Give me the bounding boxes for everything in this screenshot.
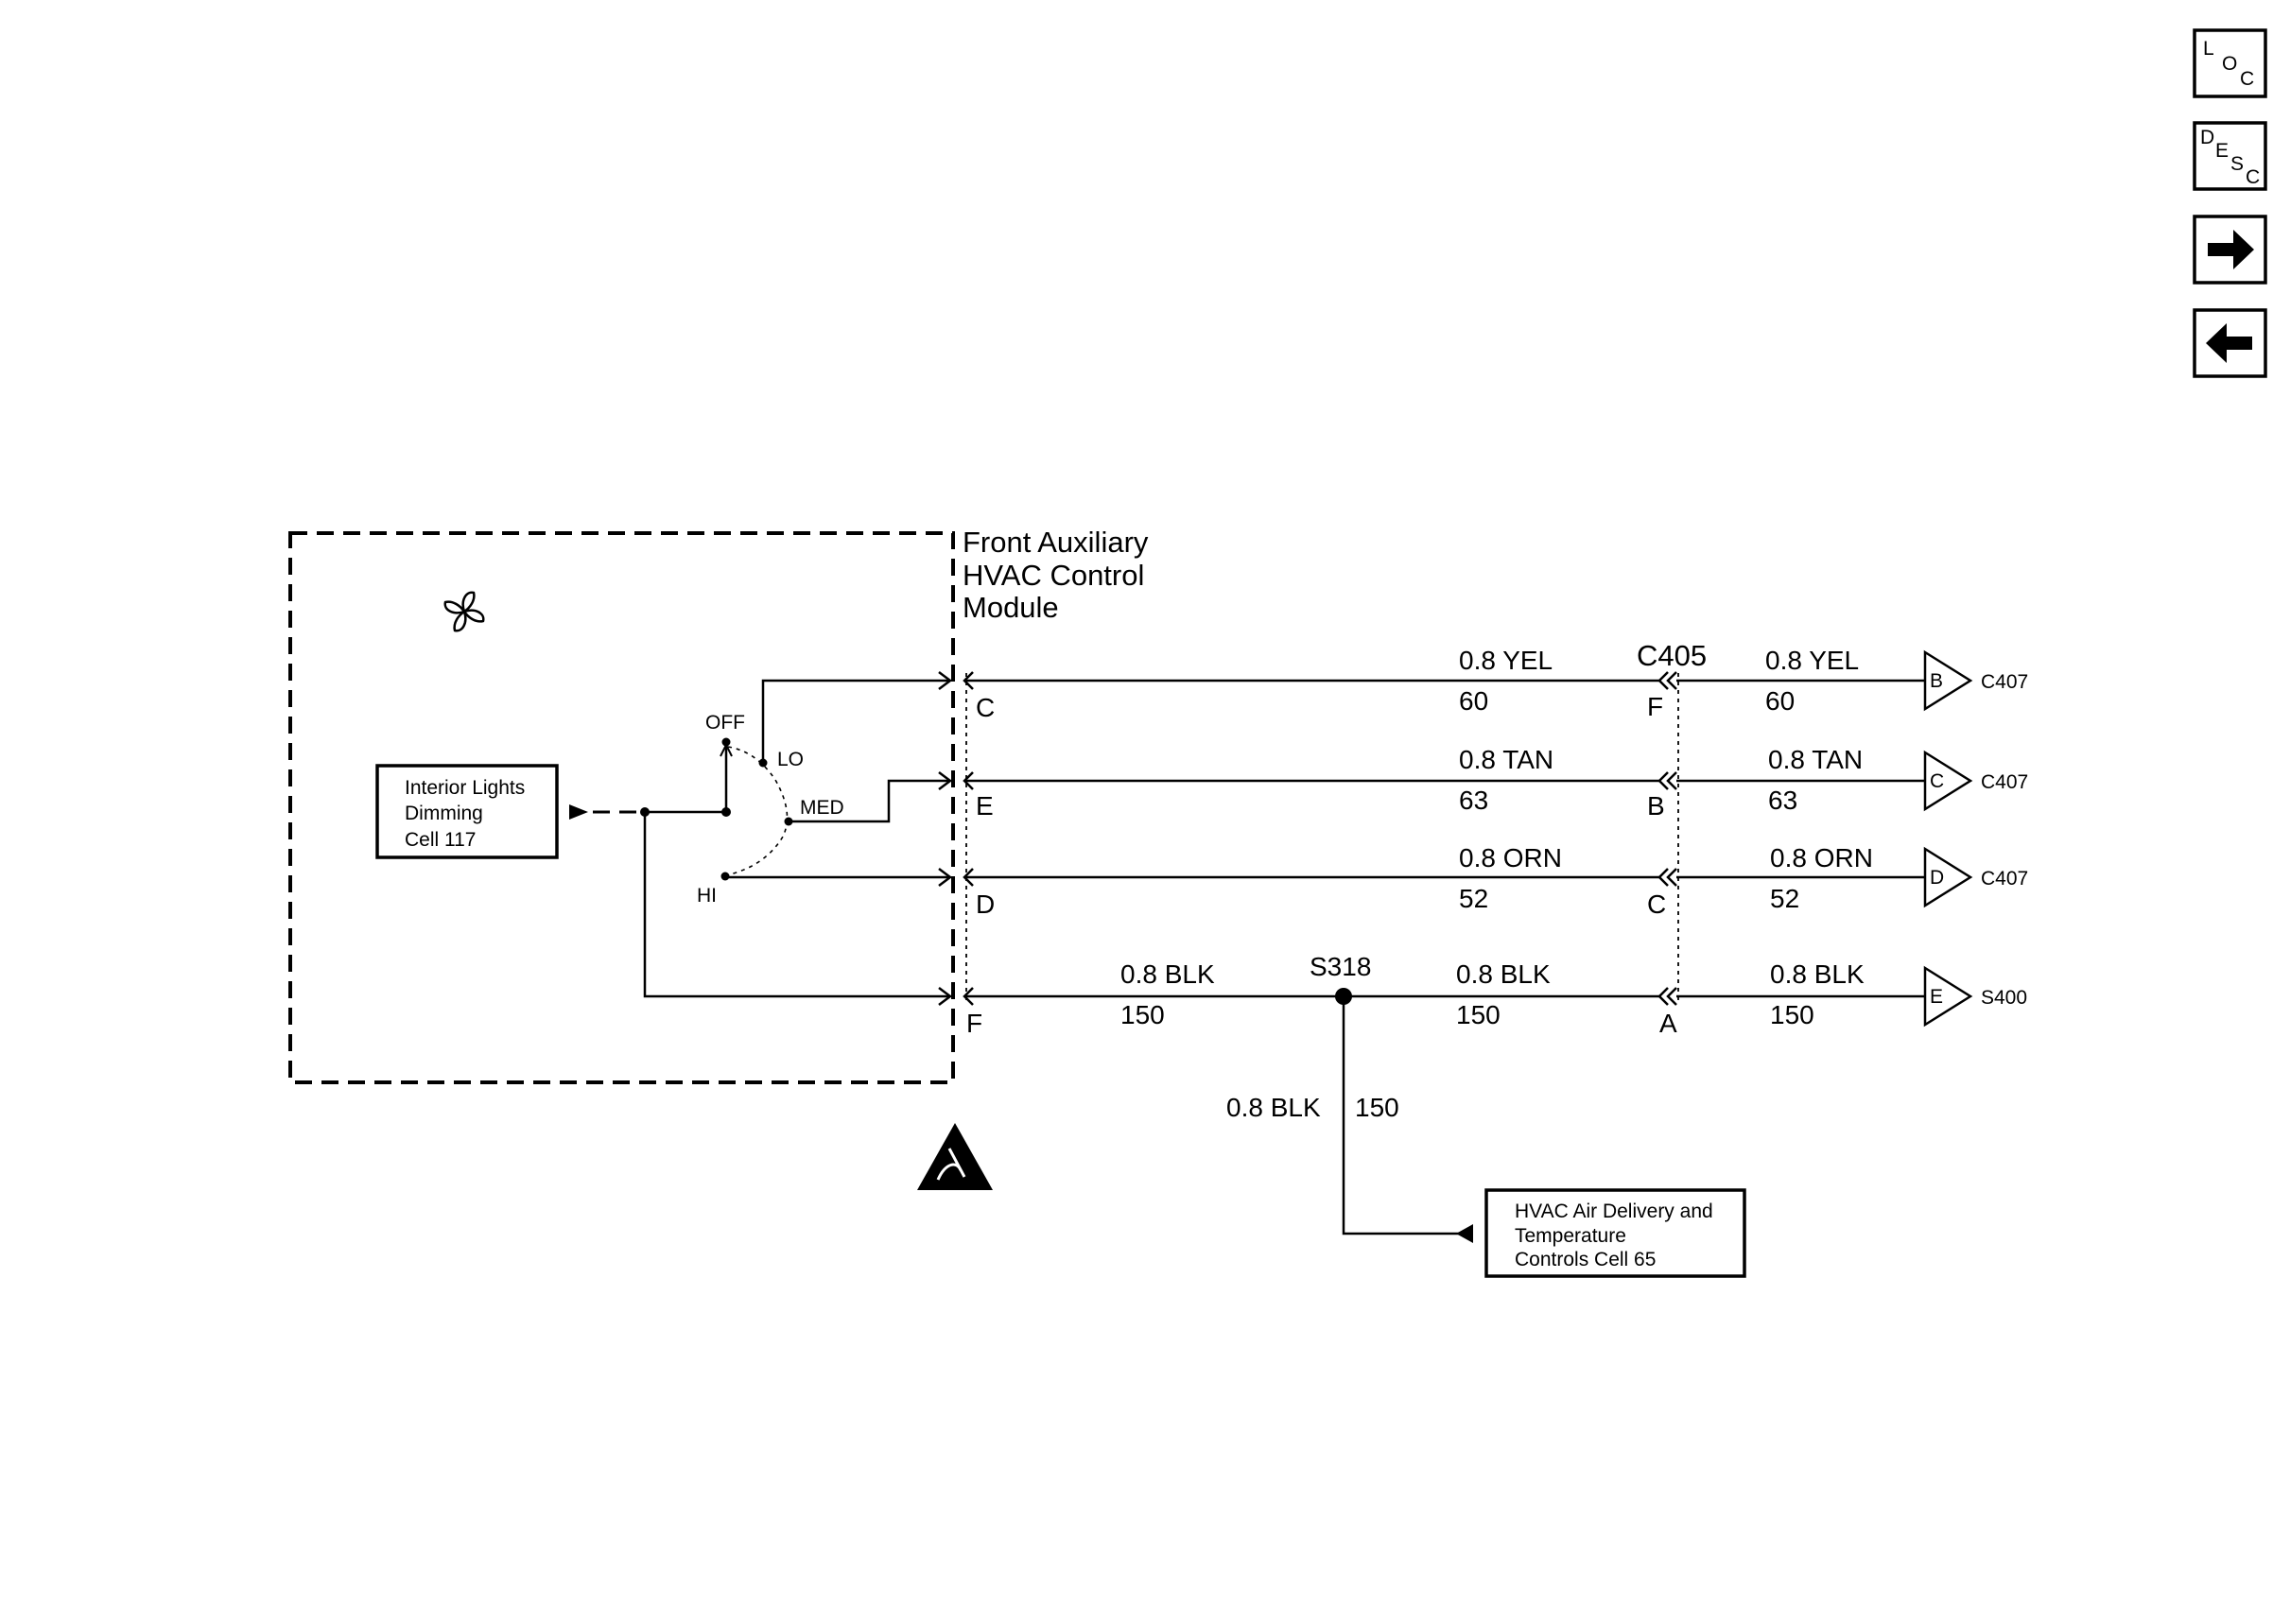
module-pin-d: D xyxy=(976,890,995,919)
circuit-number-f-right: 150 xyxy=(1770,1000,1814,1029)
desc-letter-1: D xyxy=(2200,127,2214,148)
circuit-number-d-right: 52 xyxy=(1770,884,1799,913)
circuit-number-e-left: 63 xyxy=(1459,786,1488,815)
wire-label-drop: 0.8 BLK xyxy=(1226,1093,1321,1122)
module-pin-c: C xyxy=(976,693,995,722)
desc-letter-4: C xyxy=(2246,166,2260,188)
electrostatic-discharge-warning-icon xyxy=(917,1123,993,1190)
loc-letter-3: C xyxy=(2240,68,2254,90)
terminal-e: E xyxy=(1930,986,1943,1008)
terminal-b: B xyxy=(1930,670,1943,692)
c405-pin-a: A xyxy=(1659,1009,1677,1038)
hvac-air-delivery-reference[interactable]: HVAC Air Delivery and Temperature Contro… xyxy=(1484,1188,1746,1278)
circuit-number-f-pre-splice: 150 xyxy=(1120,1000,1165,1029)
circuit-number-c-right: 60 xyxy=(1765,686,1795,716)
next-page-button[interactable] xyxy=(2193,215,2267,285)
c405-pin-c: C xyxy=(1647,890,1666,919)
c405-pin-f: F xyxy=(1647,692,1663,721)
arrow-right-icon xyxy=(2208,230,2254,269)
dest-c407-b: C407 xyxy=(1981,671,2028,693)
circuit-number-f-left: 150 xyxy=(1456,1000,1501,1029)
desc-letter-2: E xyxy=(2215,140,2229,162)
wire-label-c-left: 0.8 YEL xyxy=(1459,646,1553,675)
hvac-air-line-1: HVAC Air Delivery and xyxy=(1515,1201,1713,1222)
interior-lights-dimming-reference[interactable]: Interior Lights Dimming Cell 117 xyxy=(375,764,559,859)
interior-lights-line-1: Interior Lights xyxy=(405,777,525,799)
loc-button[interactable]: L O C xyxy=(2193,28,2267,98)
previous-page-button[interactable] xyxy=(2193,308,2267,378)
interior-lights-line-3: Cell 117 xyxy=(405,829,477,851)
circuit-row-f[interactable] xyxy=(963,965,1973,1028)
hvac-air-line-2: Temperature xyxy=(1515,1225,1626,1247)
arrow-left-icon xyxy=(2206,323,2252,363)
switch-label-hi: HI xyxy=(697,885,717,907)
wire-label-f-left: 0.8 BLK xyxy=(1456,959,1551,989)
module-title-line-3: Module xyxy=(963,591,1059,624)
circuit-row-d[interactable] xyxy=(963,846,1973,908)
wire-label-f-pre-splice: 0.8 BLK xyxy=(1120,959,1215,989)
blower-switch xyxy=(640,671,953,1006)
dest-c407-c: C407 xyxy=(1981,771,2028,793)
dest-s400: S400 xyxy=(1981,987,2027,1009)
wire-label-f-right: 0.8 BLK xyxy=(1770,959,1865,989)
circuit-row-e[interactable] xyxy=(963,750,1973,812)
switch-label-lo: LO xyxy=(777,749,804,770)
circuit-number-drop: 150 xyxy=(1355,1093,1399,1122)
wire-label-d-right: 0.8 ORN xyxy=(1770,843,1873,872)
interior-lights-arrow-icon xyxy=(569,804,588,820)
module-title-line-2: HVAC Control xyxy=(963,559,1144,592)
loc-letter-2: O xyxy=(2222,53,2237,75)
loc-letter-1: L xyxy=(2203,38,2214,60)
terminal-c: C xyxy=(1930,770,1944,792)
desc-button[interactable]: D E S C xyxy=(2193,121,2267,191)
interior-lights-line-2: Dimming xyxy=(405,803,483,824)
wire-label-c-right: 0.8 YEL xyxy=(1765,646,1859,675)
module-title-line-1: Front Auxiliary xyxy=(963,526,1149,559)
circuit-row-c[interactable] xyxy=(963,649,1973,712)
switch-label-off: OFF xyxy=(705,712,745,734)
c405-pin-b: B xyxy=(1647,791,1665,821)
switch-label-med: MED xyxy=(800,797,844,819)
wire-label-d-left: 0.8 ORN xyxy=(1459,843,1562,872)
wire-label-e-left: 0.8 TAN xyxy=(1459,745,1553,774)
wire-label-e-right: 0.8 TAN xyxy=(1768,745,1863,774)
circuit-number-d-left: 52 xyxy=(1459,884,1488,913)
module-pin-e: E xyxy=(976,791,994,821)
terminal-d: D xyxy=(1930,867,1944,889)
splice-s318 xyxy=(1335,988,1473,1243)
blower-fan-icon xyxy=(443,591,485,632)
circuit-number-e-right: 63 xyxy=(1768,786,1797,815)
circuit-number-c-left: 60 xyxy=(1459,686,1488,716)
splice-s318-label: S318 xyxy=(1310,952,1371,981)
dest-c407-d: C407 xyxy=(1981,868,2028,890)
hvac-air-line-3: Controls Cell 65 xyxy=(1515,1249,1656,1270)
desc-letter-3: S xyxy=(2230,153,2244,175)
module-pin-f: F xyxy=(966,1009,982,1038)
connector-c405-label: C405 xyxy=(1637,639,1707,672)
